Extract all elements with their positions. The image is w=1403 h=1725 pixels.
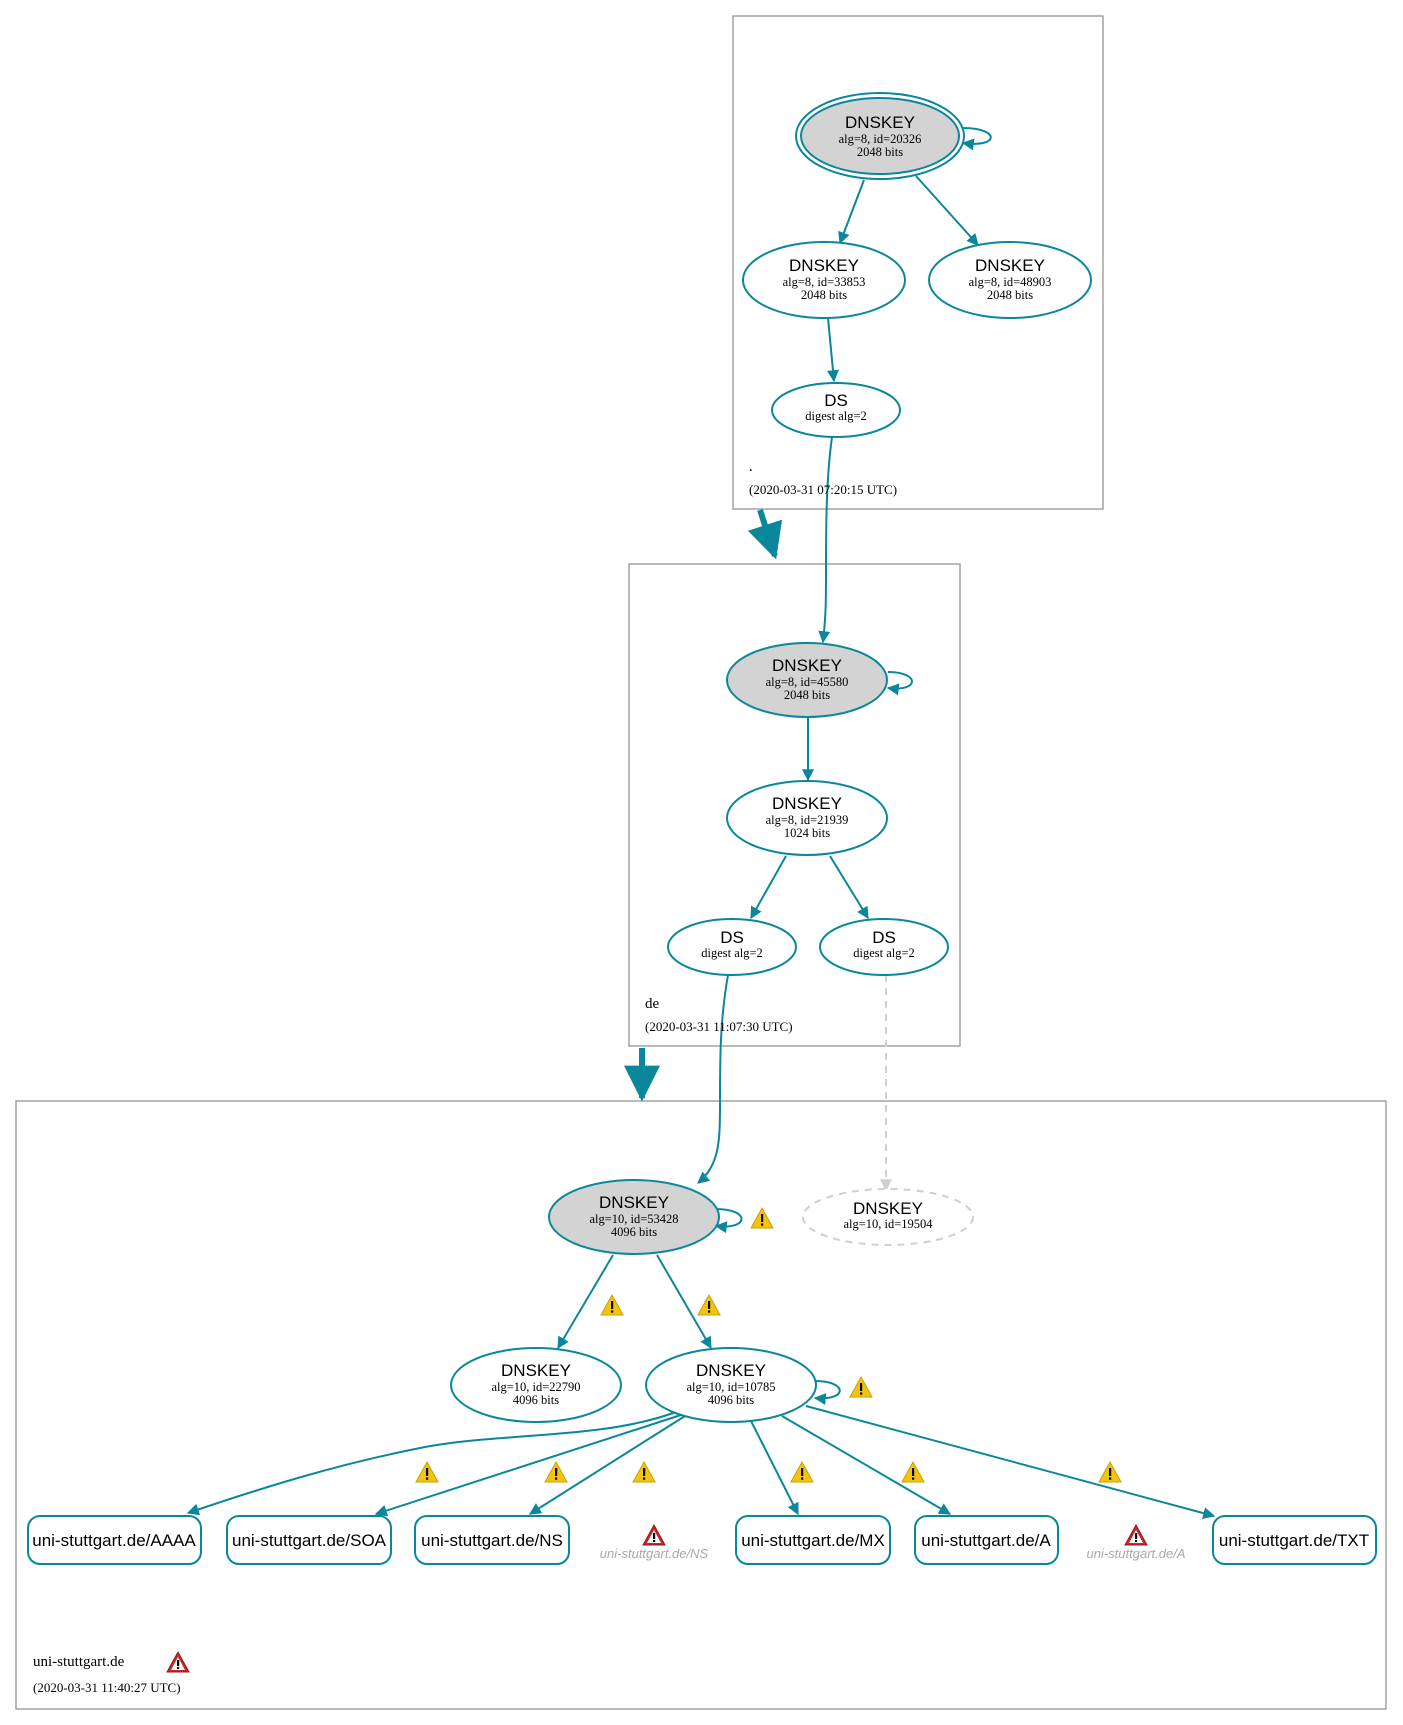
node-digest: digest alg=2 [805,409,867,423]
node-root-zsk-48903[interactable]: DNSKEY alg=8, id=48903 2048 bits [928,241,1092,319]
node-alg-id: alg=10, id=53428 [589,1212,678,1226]
rrset-soa[interactable]: uni-stuttgart.de/SOA [226,1515,392,1565]
rrset-error-label: uni-stuttgart.de/NS [600,1546,709,1561]
node-alg-id: alg=10, id=10785 [686,1380,775,1394]
rrset-a[interactable]: uni-stuttgart.de/A [914,1515,1059,1565]
rrset-label: uni-stuttgart.de/A [921,1531,1051,1550]
node-title: DNSKEY [501,1361,571,1380]
edge-k2-mx [749,1418,799,1516]
edge-root-ds-de-ksk [818,436,833,644]
node-uni-ksk[interactable]: DNSKEY alg=10, id=53428 4096 bits [548,1179,720,1255]
node-alg-id: alg=8, id=48903 [969,275,1052,289]
edge-de-ds1-uni-ksk [697,974,729,1184]
node-title: DNSKEY [853,1199,923,1218]
node-de-zsk[interactable]: DNSKEY alg=8, id=21939 1024 bits [726,780,888,856]
rrset-ns-error[interactable]: uni-stuttgart.de/NS [600,1524,709,1561]
zone-de-name: de [645,996,660,1012]
node-alg-id: alg=10, id=19504 [843,1217,933,1231]
delegation-root-de [747,509,783,560]
node-alg-id: alg=8, id=45580 [766,675,849,689]
zone-root-timestamp: (2020-03-31 07:20:15 UTC) [749,482,897,497]
node-bits: 4096 bits [513,1393,559,1407]
edge-k2-aaaa [186,1411,677,1516]
node-alg-id: alg=10, id=22790 [491,1380,580,1394]
edge-root-ksk-self [961,127,992,151]
edge-uni-k2-self [813,1380,841,1405]
rrset-txt[interactable]: uni-stuttgart.de/TXT [1212,1515,1377,1565]
node-root-ds[interactable]: DS digest alg=2 [771,382,901,438]
node-title: DNSKEY [696,1361,766,1380]
rrset-label: uni-stuttgart.de/MX [741,1531,885,1550]
rrset-aaaa[interactable]: uni-stuttgart.de/AAAA [27,1515,202,1565]
node-bits: 1024 bits [784,826,830,840]
node-alg-id: alg=8, id=21939 [766,813,849,827]
edge-uni-ksk-k1 [557,1254,614,1350]
edge-de-zsk-ds2 [829,855,869,920]
edge-root-ksk-zsk1 [838,179,865,245]
rrset-ns[interactable]: uni-stuttgart.de/NS [414,1515,570,1565]
edge-k2-txt [805,1405,1216,1519]
edge-de-zsk-ds1 [750,855,787,920]
node-bits: 2048 bits [784,688,830,702]
node-title: DNSKEY [599,1193,669,1212]
rrset-label: uni-stuttgart.de/SOA [232,1531,387,1550]
edge-root-ksk-zsk2 [915,175,979,246]
zone-uni-name: uni-stuttgart.de [33,1654,125,1670]
node-de-ds-2[interactable]: DS digest alg=2 [819,918,949,976]
rrset-error-label: uni-stuttgart.de/A [1087,1546,1186,1561]
zone-uni-timestamp: (2020-03-31 11:40:27 UTC) [33,1680,181,1695]
edge-de-ksk-self [886,671,913,696]
node-uni-missing-key[interactable]: DNSKEY alg=10, id=19504 [802,1188,974,1246]
node-digest: digest alg=2 [853,946,915,960]
node-title: DNSKEY [772,656,842,675]
edge-uni-ksk-self [714,1208,743,1234]
node-alg-id: alg=8, id=20326 [839,132,922,146]
rrset-label: uni-stuttgart.de/AAAA [32,1531,196,1550]
rrset-label: uni-stuttgart.de/TXT [1219,1531,1369,1550]
rrset-label: uni-stuttgart.de/NS [421,1531,563,1550]
edge-k2-soa [374,1413,685,1517]
node-title: DNSKEY [975,256,1045,275]
node-alg-id: alg=8, id=33853 [783,275,866,289]
zone-de-timestamp: (2020-03-31 11:07:30 UTC) [645,1019,793,1034]
node-title: DS [720,928,744,947]
node-bits: 2048 bits [801,288,847,302]
node-title: DNSKEY [845,113,915,132]
node-title: DNSKEY [789,256,859,275]
zone-root-name: . [749,459,753,475]
node-uni-key-10785[interactable]: DNSKEY alg=10, id=10785 4096 bits [645,1347,817,1423]
node-bits: 4096 bits [708,1393,754,1407]
node-bits: 2048 bits [857,145,903,159]
edge-uni-ksk-k2 [656,1254,712,1350]
node-de-ksk[interactable]: DNSKEY alg=8, id=45580 2048 bits [726,642,888,718]
edge-k2-a [781,1415,952,1515]
rrset-mx[interactable]: uni-stuttgart.de/MX [735,1515,891,1565]
rrset-a-error[interactable]: uni-stuttgart.de/A [1087,1524,1186,1561]
node-bits: 4096 bits [611,1225,657,1239]
edge-k2-ns [528,1415,686,1515]
node-de-ds-1[interactable]: DS digest alg=2 [667,918,797,976]
node-title: DS [872,928,896,947]
node-title: DNSKEY [772,794,842,813]
edge-root-zsk1-ds [827,317,839,383]
node-bits: 2048 bits [987,288,1033,302]
node-root-ksk[interactable]: DNSKEY alg=8, id=20326 2048 bits [795,92,965,180]
node-title: DS [824,391,848,410]
node-uni-key-22790[interactable]: DNSKEY alg=10, id=22790 4096 bits [450,1347,622,1423]
node-digest: digest alg=2 [701,946,763,960]
node-root-zsk-33853[interactable]: DNSKEY alg=8, id=33853 2048 bits [742,241,906,319]
